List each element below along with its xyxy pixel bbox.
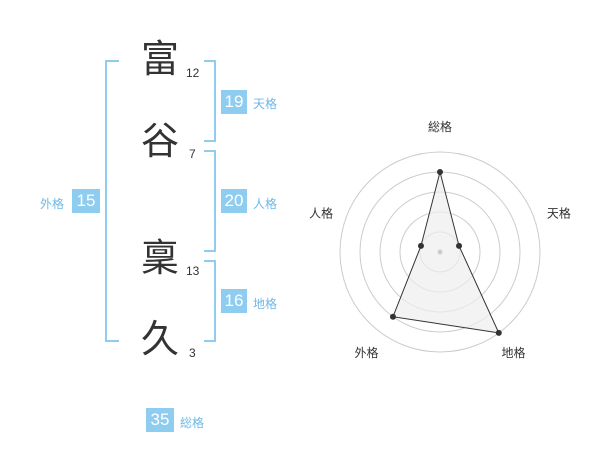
name-char-4: 久 (141, 317, 180, 361)
radar-grid-ring (339, 151, 541, 353)
name-char-1: 富 (141, 37, 180, 81)
chikaku-value: 16 (221, 289, 247, 313)
name-char-3: 稟 (141, 236, 180, 280)
radar-axis-label-3: 地格 (501, 345, 525, 360)
stroke-count-3: 13 (186, 264, 200, 278)
jinkaku-value: 20 (221, 189, 247, 213)
name-char-2: 谷 (141, 119, 180, 163)
radar-axis-label-4: 外格 (355, 345, 379, 360)
radar-point-2 (456, 242, 463, 249)
radar-axis-label-2: 天格 (547, 205, 571, 220)
tenkaku-bracket (204, 60, 216, 142)
stroke-count-1: 12 (186, 66, 200, 80)
chikaku-bracket (204, 260, 216, 342)
jinkaku-bracket (204, 150, 216, 252)
radar-axis-label-5: 人格 (309, 205, 333, 220)
soukaku-label: 総格 (180, 416, 205, 430)
radar-point-5 (417, 242, 424, 249)
chikaku-label: 地格 (253, 297, 278, 311)
radar-point-3 (495, 329, 502, 336)
tenkaku-label: 天格 (253, 97, 278, 111)
radar-point-1 (437, 169, 443, 175)
gaikaku-bracket (105, 60, 119, 342)
radar-axis-label-1: 総格 (428, 119, 452, 134)
stroke-count-2: 7 (189, 147, 196, 161)
radar-point-4 (389, 313, 396, 320)
radar-data-area (392, 171, 500, 334)
gaikaku-value: 15 (72, 189, 100, 213)
radar-center (437, 249, 443, 255)
stroke-count-4: 3 (189, 346, 196, 360)
tenkaku-value: 19 (221, 90, 247, 114)
gaikaku-label: 外格 (40, 197, 65, 211)
soukaku-value: 35 (146, 408, 174, 432)
jinkaku-label: 人格 (253, 197, 278, 211)
